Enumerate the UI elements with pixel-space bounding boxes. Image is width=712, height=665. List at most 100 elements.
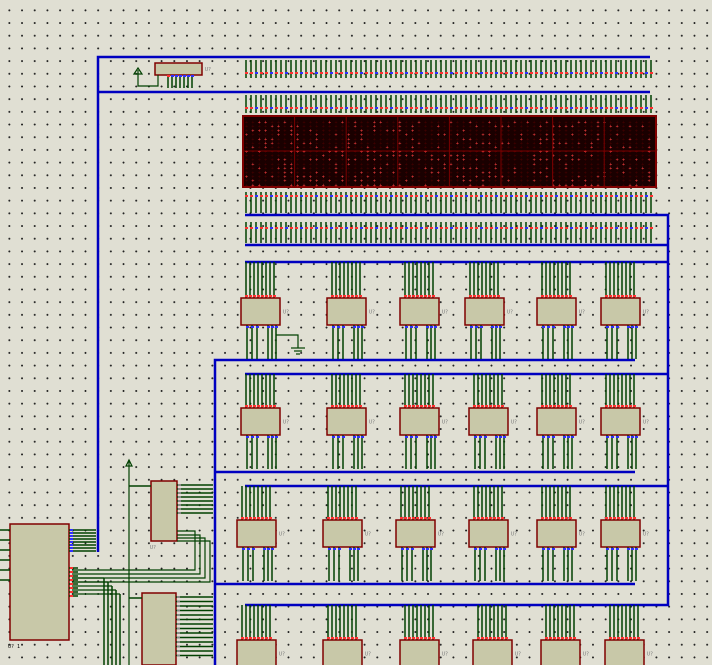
wire[interactable]: [276, 334, 299, 348]
component-body[interactable]: [399, 297, 440, 326]
led-pixel: +: [475, 166, 478, 172]
led-pixel: +: [258, 141, 261, 147]
pin-marker: [489, 295, 492, 297]
led-pixel: +: [360, 149, 363, 155]
pin-marker: [616, 548, 619, 550]
pin-marker: [263, 548, 266, 550]
led-pixel: +: [309, 183, 312, 189]
led-pixel: +: [271, 158, 274, 164]
component-body[interactable]: [536, 297, 577, 326]
led-pixel: +: [565, 141, 568, 147]
component-body[interactable]: [150, 480, 178, 542]
led-pixel: +: [443, 170, 446, 176]
led-pixel: +: [309, 137, 312, 143]
component-body[interactable]: [236, 519, 277, 548]
component-body[interactable]: [536, 407, 577, 436]
component-body[interactable]: [236, 639, 277, 665]
bus-wire[interactable]: [245, 213, 670, 607]
led-pixel: +: [494, 149, 497, 155]
component-body[interactable]: [141, 592, 177, 665]
pin-marker: [477, 637, 480, 639]
led-pixel: +: [584, 133, 587, 139]
component-body[interactable]: [604, 639, 645, 665]
wire[interactable]: [72, 534, 201, 575]
led-pixel: +: [456, 120, 459, 126]
led-pixel: +: [565, 145, 568, 151]
led-pixel: +: [635, 166, 638, 172]
led-pixel: +: [475, 179, 478, 185]
pin-marker: [415, 72, 418, 74]
component-body[interactable]: [322, 519, 363, 548]
led-pixel: +: [251, 145, 254, 151]
pin-marker: [315, 107, 318, 109]
led-pixel: +: [596, 162, 599, 168]
pin-marker: [545, 405, 548, 407]
led-pixel: +: [315, 166, 318, 172]
component-body[interactable]: [468, 407, 509, 436]
pin-marker: [355, 107, 358, 109]
led-pixel: +: [437, 166, 440, 172]
led-pixel: +: [622, 124, 625, 130]
component-body[interactable]: [322, 639, 363, 665]
led-pixel: +: [366, 179, 369, 185]
led-pixel: +: [558, 183, 561, 189]
component-body[interactable]: [326, 407, 367, 436]
led-pixel: +: [277, 154, 280, 160]
component-body[interactable]: [399, 639, 440, 665]
component-body[interactable]: [472, 639, 513, 665]
component-body[interactable]: [540, 639, 581, 665]
pin-marker: [245, 107, 248, 109]
pin-marker: [347, 517, 350, 519]
pin-marker: [629, 517, 632, 519]
led-pixel: +: [258, 137, 261, 143]
led-pixel: +: [437, 170, 440, 176]
led-pixel: +: [354, 179, 357, 185]
component-body[interactable]: [600, 297, 641, 326]
led-pixel: +: [424, 162, 427, 168]
component-body[interactable]: [399, 407, 440, 436]
pin-marker: [425, 227, 428, 229]
led-pixel: +: [290, 162, 293, 168]
component-body[interactable]: [240, 297, 281, 326]
wire[interactable]: [72, 537, 206, 579]
pin-marker: [565, 295, 568, 297]
pin-marker: [355, 405, 358, 407]
led-pixel: +: [347, 133, 350, 139]
pin-marker: [445, 72, 448, 74]
led-pixel: +: [494, 174, 497, 180]
led-pixel: +: [622, 133, 625, 139]
led-pixel: +: [513, 162, 516, 168]
led-pixel: +: [609, 137, 612, 143]
component-body[interactable]: [600, 407, 641, 436]
led-pixel: +: [539, 158, 542, 164]
component-body[interactable]: [9, 523, 70, 641]
pin-marker: [285, 72, 288, 74]
component-body[interactable]: [536, 519, 577, 548]
bus-wire[interactable]: [96, 55, 650, 92]
led-pixel: +: [533, 158, 536, 164]
led-pixel: +: [386, 120, 389, 126]
wire[interactable]: [72, 540, 211, 583]
led-pixel: +: [488, 162, 491, 168]
wire[interactable]: [72, 530, 196, 571]
pin-marker: [70, 529, 73, 531]
led-pixel: +: [392, 162, 395, 168]
led-pixel: +: [379, 154, 382, 160]
component-body[interactable]: [600, 519, 641, 548]
pin-marker: [497, 295, 500, 297]
bus-wire[interactable]: [213, 358, 635, 665]
component-body[interactable]: [395, 519, 436, 548]
pin-marker: [347, 637, 350, 639]
pin-marker: [631, 326, 634, 328]
component-body[interactable]: [154, 62, 203, 76]
led-pixel: +: [392, 174, 395, 180]
led-pixel: +: [251, 166, 254, 172]
wire[interactable]: [137, 70, 159, 87]
component-body[interactable]: [464, 297, 505, 326]
component-body[interactable]: [240, 407, 281, 436]
component-body[interactable]: [326, 297, 367, 326]
led-pixel: +: [520, 145, 523, 151]
component-body[interactable]: [468, 519, 509, 548]
led-pixel: +: [347, 162, 350, 168]
